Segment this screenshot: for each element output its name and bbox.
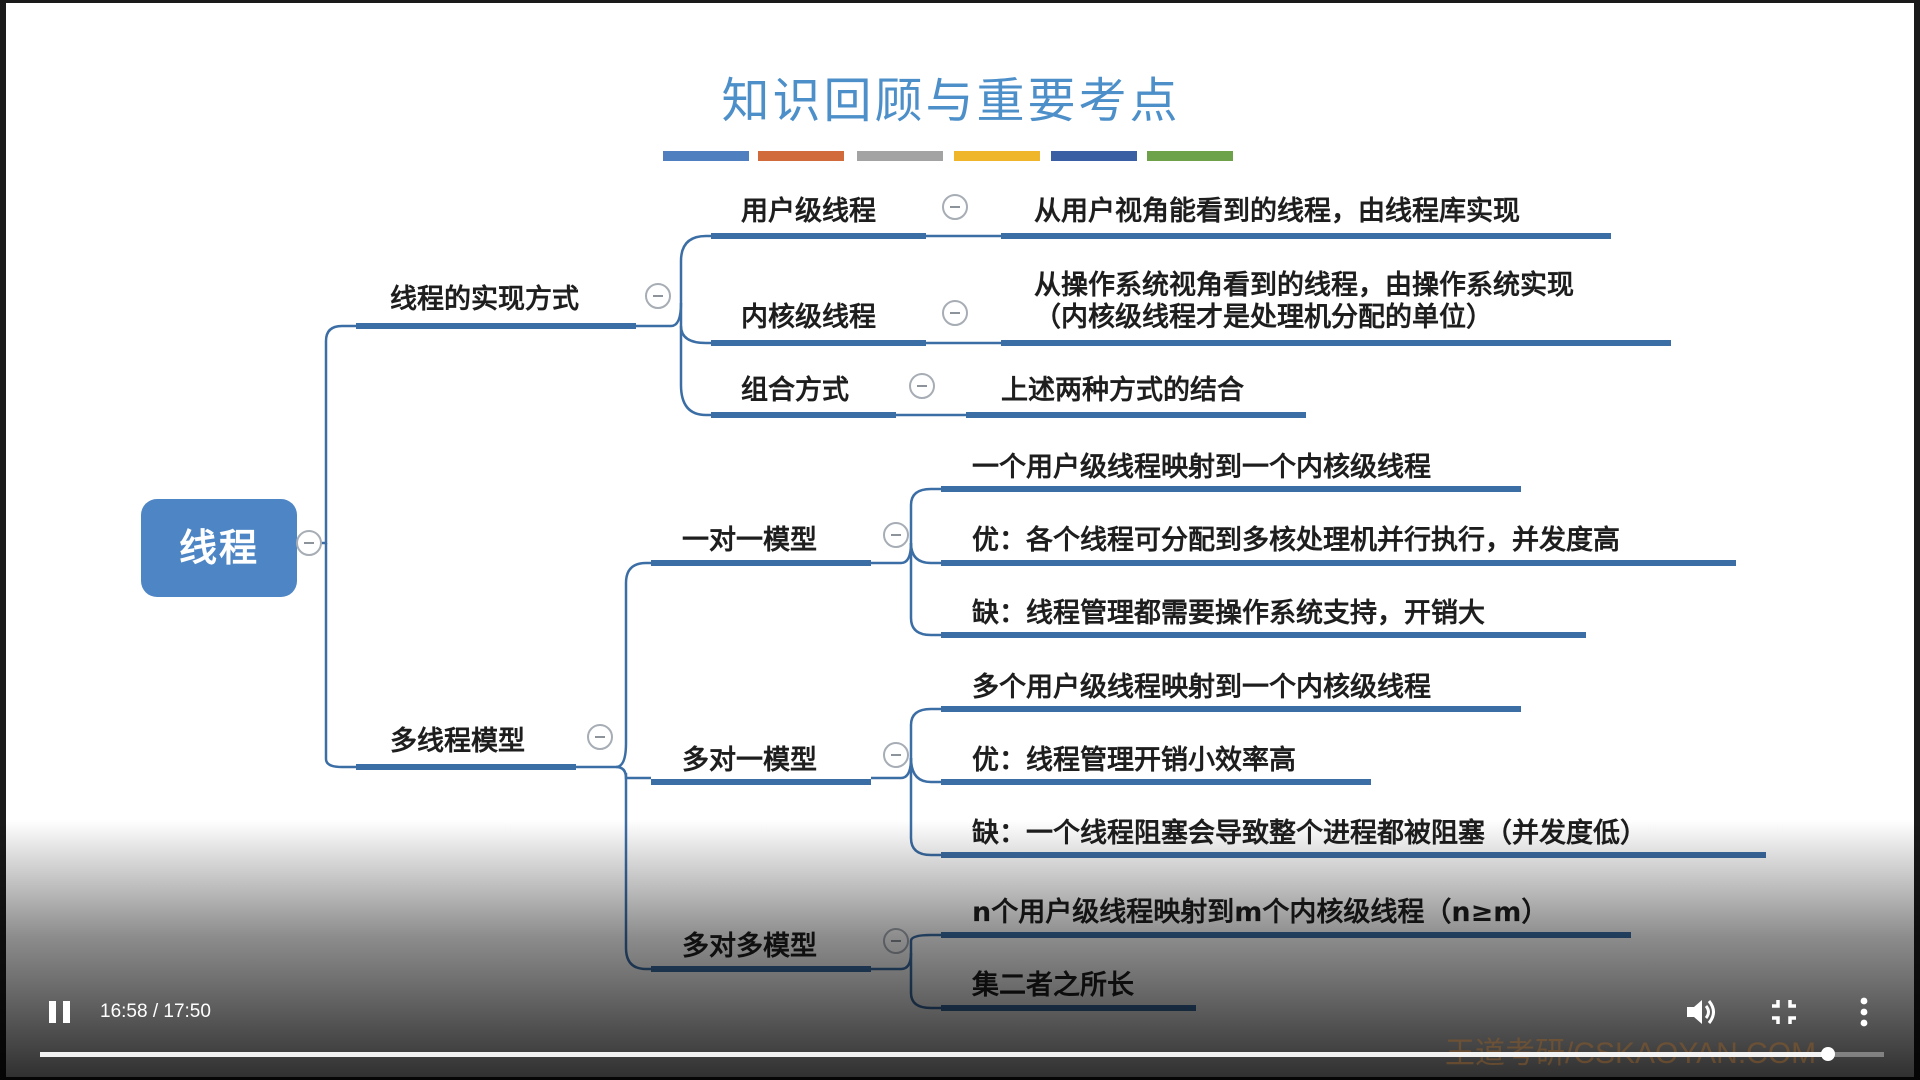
node-many-to-one: 多对一模型 — [682, 745, 817, 776]
node-underline — [941, 706, 1521, 712]
leaf-user-thread-desc: 从用户视角能看到的线程，由线程库实现 — [1034, 196, 1520, 227]
watermark: 王道考研/CSKAOYAN.COM — [1445, 1037, 1817, 1070]
collapse-icon[interactable] — [942, 194, 968, 220]
node-underline — [941, 932, 1631, 938]
leaf-item: 优：线程管理开销小效率高 — [972, 745, 1296, 776]
more-options-button[interactable] — [1852, 996, 1876, 1028]
node-underline — [651, 966, 871, 972]
node-many-to-many: 多对多模型 — [682, 931, 817, 962]
title-underline-segment-navy — [1051, 151, 1137, 161]
pause-button[interactable] — [46, 998, 74, 1026]
node-underline — [356, 764, 576, 770]
slide-title: 知识回顾与重要考点 — [721, 73, 1181, 129]
collapse-icon[interactable] — [942, 300, 968, 326]
title-underline-segment-gray — [857, 151, 943, 161]
leaf-item: 多个用户级线程映射到一个内核级线程 — [972, 672, 1431, 703]
node-underline — [651, 779, 871, 785]
node-underline — [711, 412, 896, 418]
leaf-item: 集二者之所长 — [972, 970, 1134, 1001]
node-underline — [1001, 233, 1611, 239]
node-underline — [941, 632, 1586, 638]
leaf-item: 一个用户级线程映射到一个内核级线程 — [972, 452, 1431, 483]
collapse-icon[interactable] — [883, 928, 909, 954]
node-underline — [941, 779, 1371, 785]
collapse-icon[interactable] — [883, 742, 909, 768]
node-underline — [941, 852, 1766, 858]
node-underline — [711, 233, 926, 239]
leaf-combined-desc: 上述两种方式的结合 — [1001, 375, 1244, 406]
node-combined: 组合方式 — [741, 375, 849, 406]
collapse-icon[interactable] — [645, 283, 671, 309]
title-underline-segment-green — [1147, 151, 1233, 161]
more-vert-icon — [1860, 997, 1868, 1027]
node-underline — [356, 323, 636, 329]
node-underline — [1001, 340, 1671, 346]
node-underline — [651, 560, 871, 566]
title-underline-segment-orange — [758, 151, 844, 161]
pause-icon — [49, 1001, 70, 1023]
leaf-item: 缺：线程管理都需要操作系统支持，开销大 — [972, 598, 1485, 629]
volume-button[interactable] — [1684, 996, 1720, 1028]
exit-fullscreen-icon — [1772, 1000, 1796, 1024]
progress-played — [40, 1052, 1828, 1057]
node-underline — [966, 412, 1306, 418]
root-node: 线程 — [141, 499, 297, 597]
collapse-icon[interactable] — [909, 373, 935, 399]
leaf-item: n个用户级线程映射到m个内核级线程（n≥m） — [972, 897, 1549, 928]
leaf-item: 缺：一个线程阻塞会导致整个进程都被阻塞（并发度低） — [972, 818, 1647, 849]
progress-bar[interactable] — [40, 1047, 1884, 1061]
node-underline — [941, 560, 1736, 566]
title-underline-segment-blue — [663, 151, 749, 161]
node-underline — [711, 340, 926, 346]
node-kernel-thread: 内核级线程 — [741, 302, 876, 333]
node-user-thread: 用户级线程 — [741, 196, 876, 227]
slide: 知识回顾与重要考点 线程 线程的实现方式 用户级线程 从用户视角能看到的线程，由… — [6, 3, 1914, 1077]
leaf-kernel-thread-desc-1: 从操作系统视角看到的线程，由操作系统实现 — [1034, 270, 1574, 301]
title-underline-segment-yellow — [954, 151, 1040, 161]
leaf-kernel-thread-desc-2: （内核级线程才是处理机分配的单位） — [1034, 302, 1493, 333]
node-implementation: 线程的实现方式 — [390, 284, 579, 315]
collapse-icon[interactable] — [587, 724, 613, 750]
leaf-item: 优：各个线程可分配到多核处理机并行执行，并发度高 — [972, 525, 1620, 556]
exit-fullscreen-button[interactable] — [1768, 996, 1800, 1028]
node-underline — [941, 486, 1521, 492]
time-display: 16:58 / 17:50 — [100, 1001, 211, 1022]
node-models: 多线程模型 — [390, 726, 525, 757]
collapse-icon[interactable] — [296, 530, 322, 556]
progress-thumb[interactable] — [1820, 1047, 1835, 1061]
collapse-icon[interactable] — [883, 522, 909, 548]
node-one-to-one: 一对一模型 — [682, 525, 817, 556]
node-underline — [941, 1005, 1196, 1011]
volume-icon — [1687, 1000, 1715, 1024]
